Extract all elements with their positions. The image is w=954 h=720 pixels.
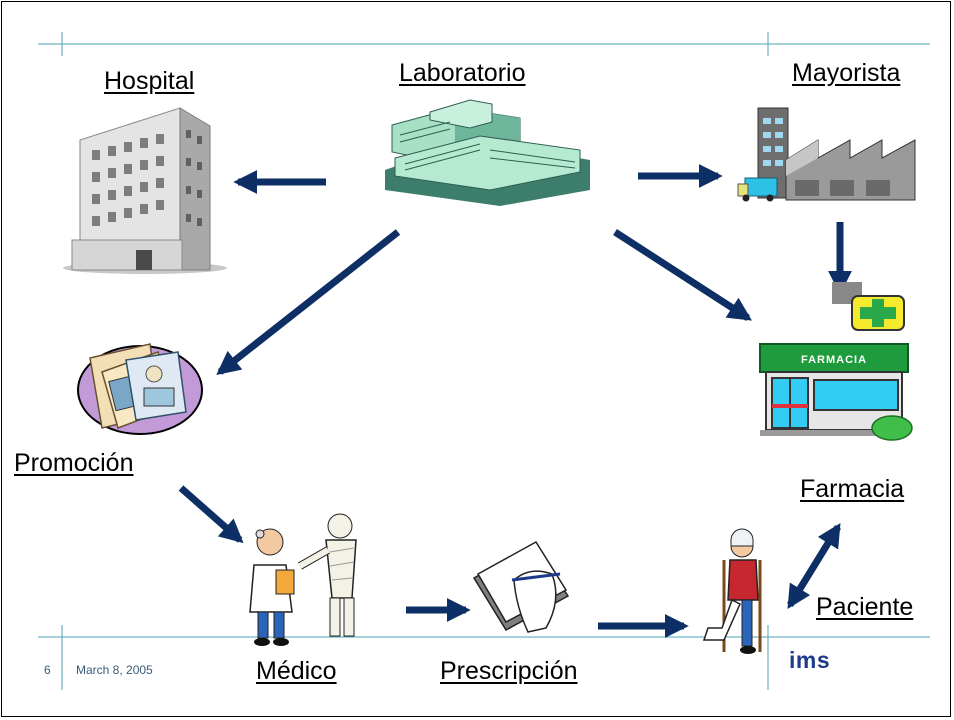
guide-rules (38, 32, 930, 690)
node-label-promocion: Promoción (14, 449, 134, 477)
promotion-brochures-icon (77, 343, 203, 435)
arrow-promocion-medico (178, 485, 244, 544)
doctor-icon (249, 528, 295, 646)
node-label-laboratorio: Laboratorio (399, 59, 526, 87)
mummy-patient-icon (298, 513, 357, 637)
node-label-medico: Médico (256, 657, 337, 685)
pharmacy-store-icon: FARMACIA (759, 282, 913, 441)
flow-arrows (178, 164, 852, 638)
injured-patient-icon (702, 528, 762, 654)
node-label-hospital: Hospital (104, 67, 195, 95)
prescription-pad-icon (472, 541, 570, 633)
laboratory-complex-icon (385, 99, 590, 206)
pharmacy-sign-text: FARMACIA (801, 354, 867, 366)
hospital-building-icon (63, 107, 227, 274)
arrow-laboratorio-farmacia (613, 229, 752, 321)
node-label-paciente: Paciente (816, 593, 914, 621)
wholesaler-factory-icon (737, 107, 916, 202)
ims-logo: ims (789, 647, 831, 673)
node-label-farmacia: Farmacia (800, 475, 905, 503)
node-label-prescripcion: Prescripción (440, 657, 578, 685)
arrow-paciente-farmacia (787, 522, 841, 610)
footer-date: March 8, 2005 (76, 663, 153, 677)
node-label-mayorista: Mayorista (792, 59, 901, 87)
arrow-laboratorio-promocion (216, 229, 401, 375)
footer-page-number: 6 (44, 663, 51, 677)
